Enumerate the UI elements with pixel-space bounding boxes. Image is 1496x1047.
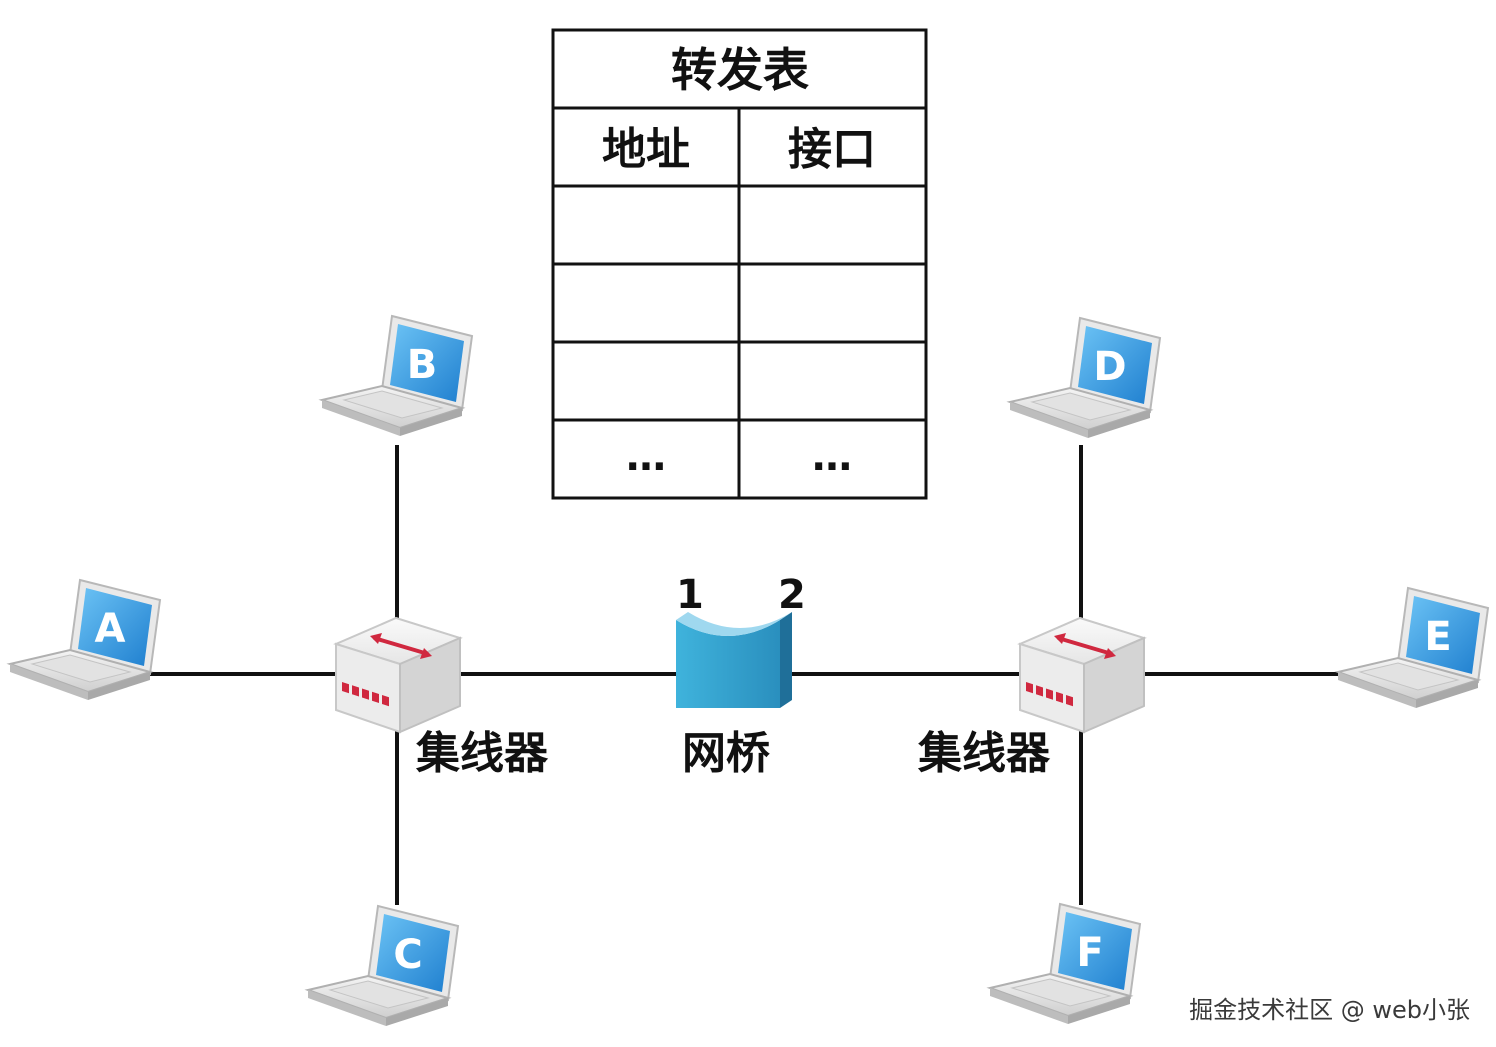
- table-header-interface: 接口: [788, 124, 876, 175]
- host-label-f: F: [1076, 930, 1103, 976]
- hub-right-label: 集线器: [917, 728, 1051, 779]
- host-label-d: D: [1093, 344, 1126, 390]
- laptop-a-icon: A: [6, 578, 162, 700]
- bridge-label: 网桥: [682, 728, 770, 779]
- hub-right-icon: [1017, 616, 1147, 734]
- laptop-b-icon: B: [318, 314, 474, 436]
- laptop-f-icon: F: [986, 902, 1142, 1024]
- host-label-a: A: [95, 606, 126, 652]
- hub-left-label: 集线器: [415, 728, 549, 779]
- table-title: 转发表: [671, 43, 809, 97]
- laptop-d-icon: D: [1006, 316, 1162, 438]
- connection-lines: [140, 445, 1338, 905]
- host-label-e: E: [1424, 614, 1451, 660]
- table-cell-ellipsis: …: [626, 434, 666, 480]
- table-cell-ellipsis: …: [812, 434, 852, 480]
- laptop-e-icon: E: [1334, 586, 1490, 708]
- host-label-b: B: [407, 342, 438, 388]
- table-header-address: 地址: [602, 124, 690, 175]
- bridge-icon: [676, 612, 792, 708]
- laptop-c-icon: C: [304, 904, 460, 1026]
- bridge-port-2-label: 2: [778, 572, 806, 618]
- hub-left-icon: [333, 616, 463, 734]
- watermark: 掘金技术社区 @ web小张: [1189, 996, 1470, 1024]
- bridge-port-1-label: 1: [676, 572, 704, 618]
- forwarding-table: 转发表 地址 接口 … …: [551, 28, 928, 500]
- host-label-c: C: [393, 932, 422, 978]
